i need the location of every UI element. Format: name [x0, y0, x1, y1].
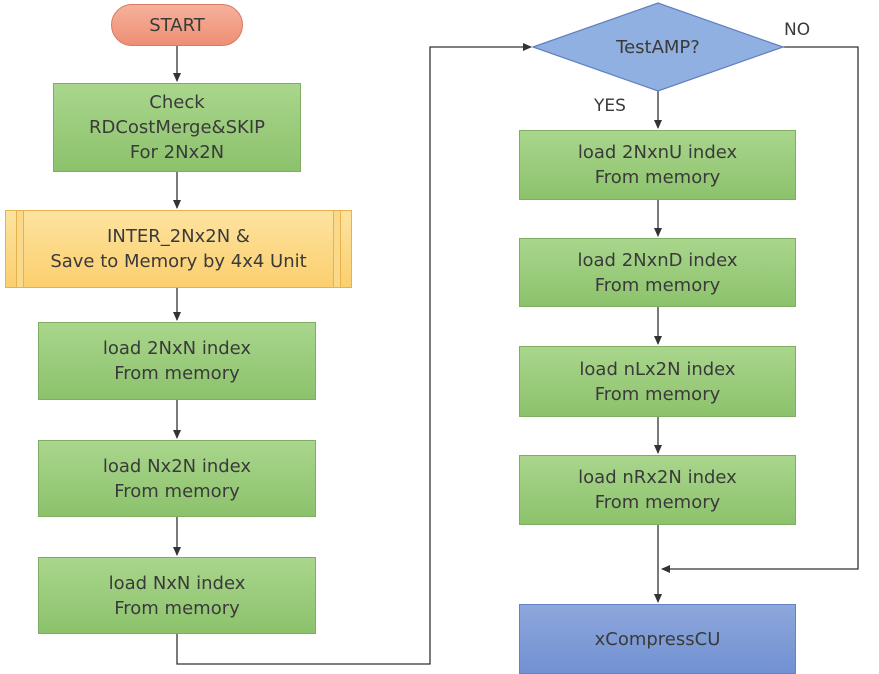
inter-2nx2n-label: INTER_2Nx2N & Save to Memory by 4x4 Unit — [50, 226, 307, 272]
decision-label: TestAMP? — [616, 36, 700, 58]
edge-label-no: NO — [784, 20, 811, 40]
xcompresscu-label: xCompressCU — [594, 628, 721, 650]
load-2nxnd-node: load 2NxnD index From memory — [519, 238, 796, 307]
inter-2nx2n-node: INTER_2Nx2N & Save to Memory by 4x4 Unit — [5, 210, 352, 288]
load-2nxnu-node: load 2NxnU index From memory — [519, 130, 796, 200]
edge-nxn-decision — [176, 43, 532, 665]
check-rdcost-label: Check RDCostMerge&SKIP For 2Nx2N — [88, 92, 265, 163]
decision-diamond — [531, 2, 785, 92]
check-rdcost-node: Check RDCostMerge&SKIP For 2Nx2N — [53, 83, 301, 172]
load-2nxnu-label: load 2NxnU index From memory — [577, 142, 738, 188]
subprocess-right-bar — [333, 211, 341, 287]
subprocess-left-bar — [16, 211, 24, 287]
load-nrx2n-node: load nRx2N index From memory — [519, 455, 796, 525]
load-2nxn-label: load 2NxN index From memory — [102, 338, 252, 384]
load-2nxn-node: load 2NxN index From memory — [38, 322, 316, 400]
load-nx2n-label: load Nx2N index From memory — [102, 455, 252, 502]
edge-decision-no — [661, 46, 859, 573]
load-nlx2n-label: load nLx2N index From memory — [579, 358, 736, 405]
load-nrx2n-label: load nRx2N index From memory — [578, 467, 737, 513]
edge-label-yes: YES — [594, 96, 626, 116]
load-nx2n-node: load Nx2N index From memory — [38, 440, 316, 517]
start-node: START — [111, 4, 243, 46]
load-nlx2n-node: load nLx2N index From memory — [519, 346, 796, 417]
load-2nxnd-label: load 2NxnD index From memory — [577, 249, 738, 296]
load-nxn-node: load NxN index From memory — [38, 557, 316, 634]
load-nxn-label: load NxN index From memory — [108, 572, 246, 619]
xcompresscu-node: xCompressCU — [519, 604, 796, 674]
decision-node: TestAMP? — [583, 32, 733, 62]
start-node-label: START — [149, 14, 205, 36]
